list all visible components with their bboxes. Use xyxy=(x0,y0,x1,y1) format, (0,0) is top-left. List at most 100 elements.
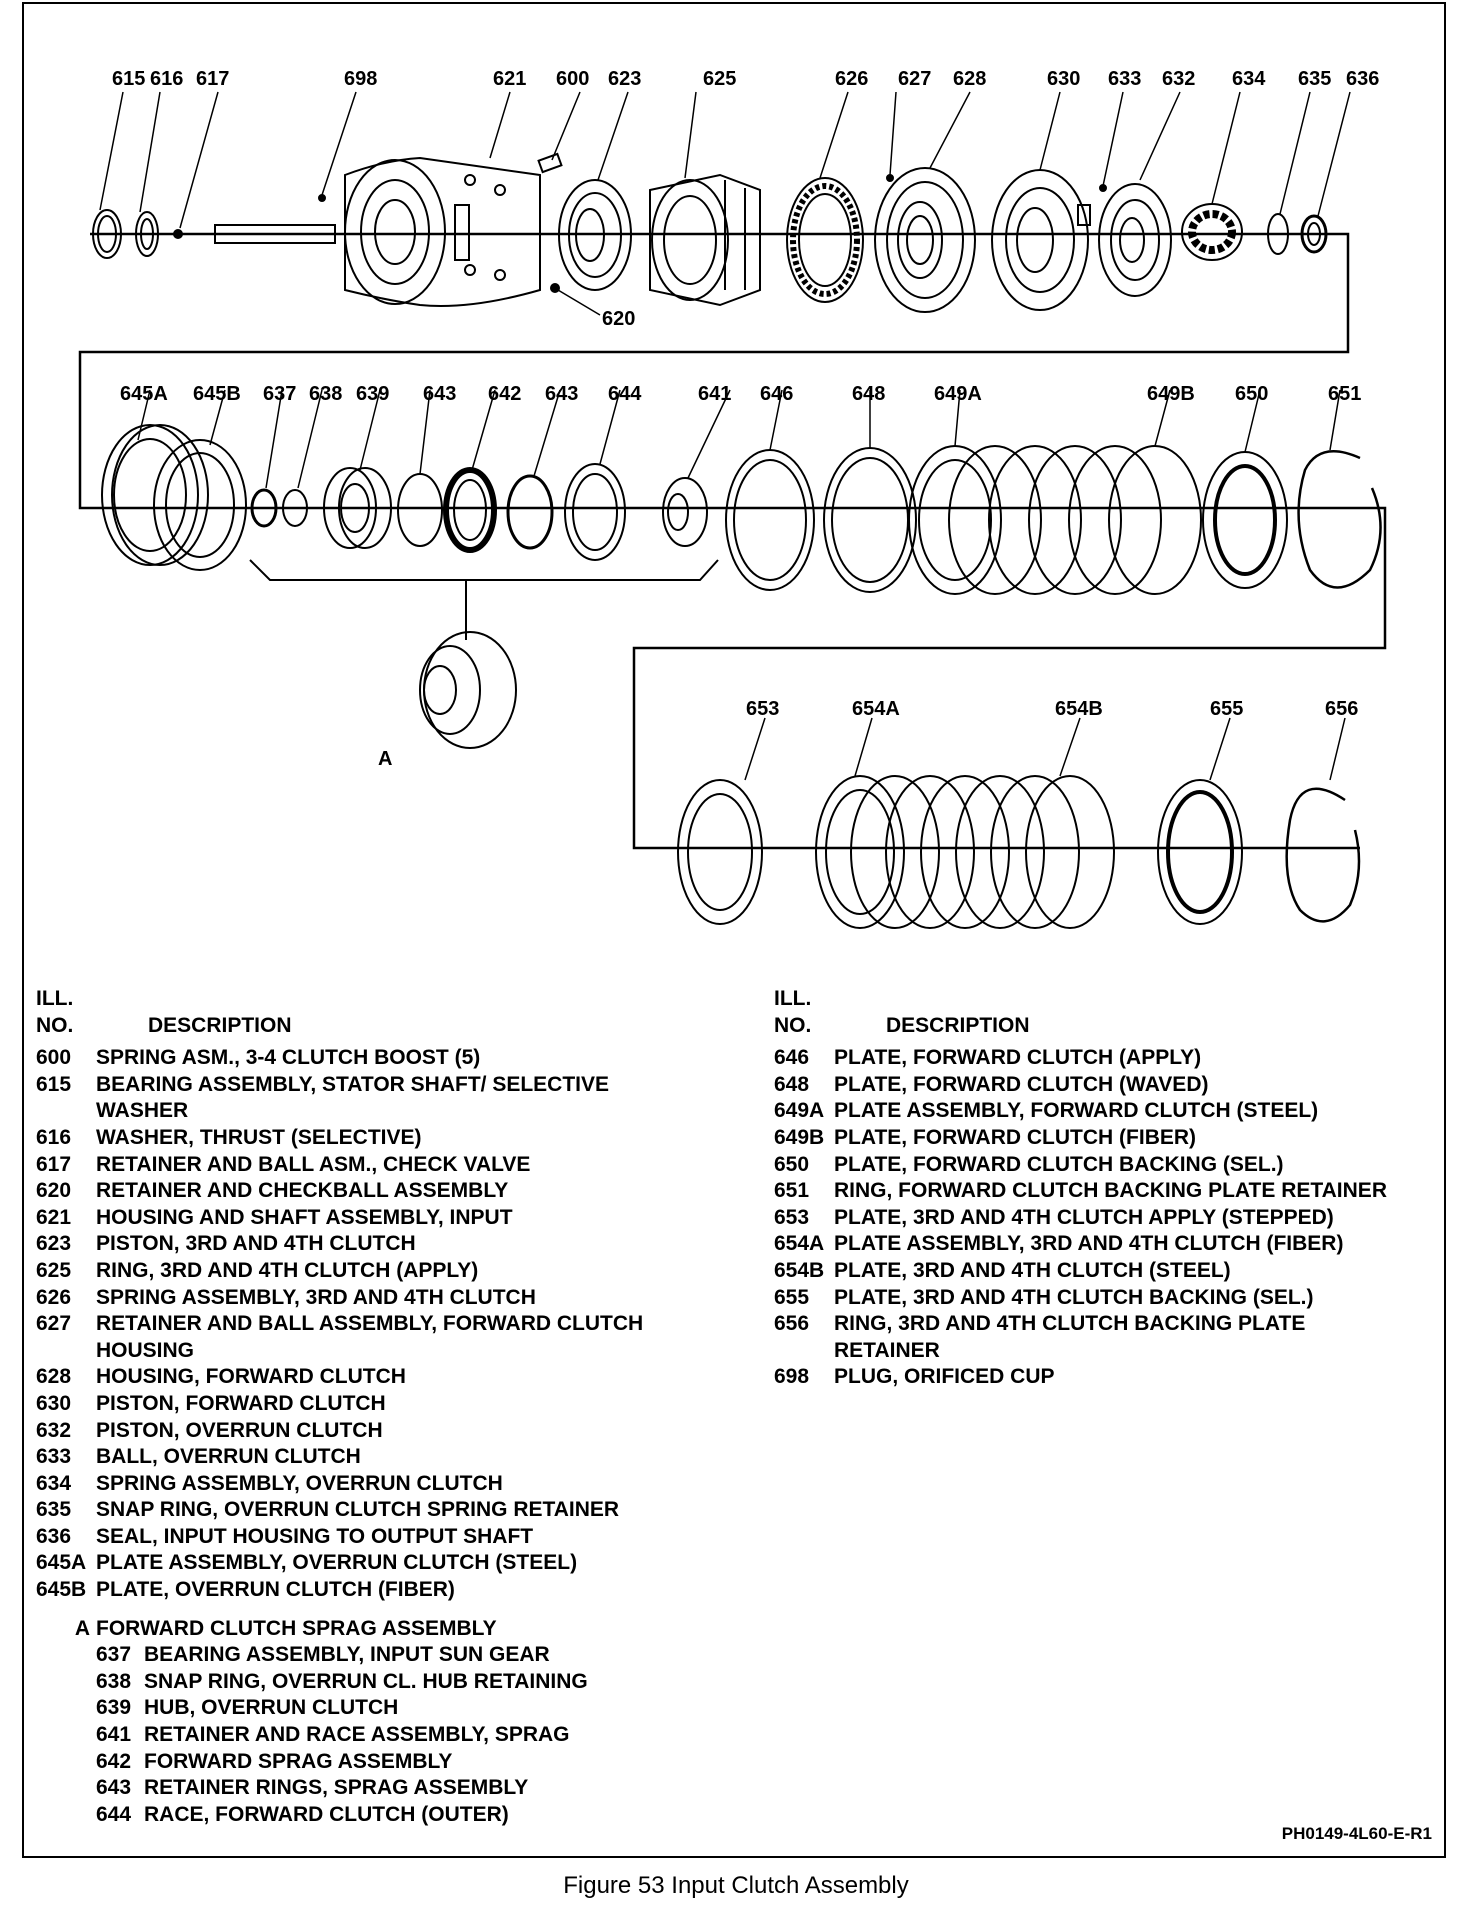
part-635-snap-ring xyxy=(1267,213,1289,255)
legend-item-description: FORWARD SPRAG ASSEMBLY xyxy=(144,1749,716,1776)
legend-item-description-line: PLATE, 3RD AND 4TH CLUTCH APPLY (STEPPED… xyxy=(834,1205,1334,1229)
legend-header-no-right: NO. xyxy=(774,1013,812,1037)
legend-item-description-line: RETAINER AND RACE ASSEMBLY, SPRAG xyxy=(144,1723,570,1747)
callout-row3-1: 654A xyxy=(852,698,900,720)
callout-row1-16: 636 xyxy=(1346,68,1379,90)
legend-item-description-line: RACE, FORWARD CLUTCH (OUTER) xyxy=(144,1802,509,1826)
legend-item-number: 636 xyxy=(36,1524,72,1548)
callout-row2-5: 643 xyxy=(423,383,456,405)
part-617-check-valve xyxy=(173,229,183,239)
callout-row3-4: 656 xyxy=(1325,698,1358,720)
figure-caption: Figure 53 Input Clutch Assembly xyxy=(563,1872,909,1899)
legend-header-ill: ILL. xyxy=(36,987,74,1010)
legend-item-description: PLATE, FORWARD CLUTCH BACKING (SEL.) xyxy=(834,1152,1434,1179)
legend-item-description-line: PLATE ASSEMBLY, OVERRUN CLUTCH (STEEL) xyxy=(96,1551,578,1575)
legend-item-description: RING, FORWARD CLUTCH BACKING PLATE RETAI… xyxy=(834,1178,1434,1205)
legend-item-number: 698 xyxy=(774,1365,810,1389)
legend-item-number: 645A xyxy=(36,1551,87,1575)
callout-row2-8: 644 xyxy=(608,383,642,405)
legend-item-description: RETAINER AND BALL ASSEMBLY, FORWARD CLUT… xyxy=(96,1311,716,1364)
legend-item-description-line: RETAINER AND BALL ASM., CHECK VALVE xyxy=(96,1152,531,1176)
legend-item-number: 637 xyxy=(96,1643,132,1667)
legend-item-description-line: PLUG, ORIFICED CUP xyxy=(834,1365,1055,1389)
part-641-retainer-race xyxy=(662,477,708,547)
legend-header-description: DESCRIPTION xyxy=(148,1013,292,1037)
legend-item-description-line: BALL, OVERRUN CLUTCH xyxy=(96,1445,361,1469)
legend-item-description-line: WASHER, THRUST (SELECTIVE) xyxy=(96,1125,422,1149)
part-625-apply-ring xyxy=(649,173,761,307)
part-643-retainer-ring xyxy=(397,473,443,547)
callout-assembly-a: A xyxy=(378,748,392,770)
legend-item-description-line: PLATE, 3RD AND 4TH CLUTCH BACKING (SEL.) xyxy=(834,1285,1314,1309)
callout-row1-13: 632 xyxy=(1162,68,1195,90)
legend-item-description: SPRING ASM., 3-4 CLUTCH BOOST (5) xyxy=(96,1045,716,1072)
legend-item-number: 655 xyxy=(774,1285,810,1309)
legend-item-number: 656 xyxy=(774,1312,810,1336)
callout-row3-3: 655 xyxy=(1210,698,1243,720)
legend-item-number: 627 xyxy=(36,1312,72,1336)
legend-item-number: 643 xyxy=(96,1776,132,1800)
legend-item-description-line: PLATE, FORWARD CLUTCH BACKING (SEL.) xyxy=(834,1152,1284,1176)
legend-item-number: 621 xyxy=(36,1205,72,1229)
legend-item-number: 651 xyxy=(774,1179,810,1203)
callout-row2-2: 637 xyxy=(263,383,296,405)
legend-item-description: PLATE ASSEMBLY, 3RD AND 4TH CLUTCH (FIBE… xyxy=(834,1231,1434,1258)
legend-item-description-line: PISTON, 3RD AND 4TH CLUTCH xyxy=(96,1232,416,1256)
legend-row: 644 RACE, FORWARD CLUTCH (OUTER) xyxy=(36,1802,716,1829)
legend-item-description: PISTON, OVERRUN CLUTCH xyxy=(96,1418,716,1445)
part-636-seal xyxy=(1300,214,1328,254)
legend-item-description: SEAL, INPUT HOUSING TO OUTPUT SHAFT xyxy=(96,1524,716,1551)
legend-item-description: PLATE, OVERRUN CLUTCH (FIBER) xyxy=(96,1577,716,1604)
callout-row2-6: 642 xyxy=(488,383,521,405)
legend-item-number: 644 xyxy=(96,1802,132,1826)
callout-row1-9: 627 xyxy=(898,68,931,90)
legend-item-description: PISTON, FORWARD CLUTCH xyxy=(96,1391,716,1418)
part-649-forward-clutch-plates xyxy=(908,445,1202,595)
legend-left-header: ILL. NO. DESCRIPTION xyxy=(36,986,716,1039)
part-621-input-housing xyxy=(214,156,541,307)
legend-item-number: 654B xyxy=(774,1258,825,1282)
part-637-bearing xyxy=(250,488,278,528)
callout-row1-10: 628 xyxy=(953,68,986,90)
legend-item-description: PLATE, 3RD AND 4TH CLUTCH BACKING (SEL.) xyxy=(834,1285,1434,1312)
part-627-retainer xyxy=(886,174,894,182)
part-651-retaining-ring xyxy=(1297,450,1382,589)
part-654-clutch-plates xyxy=(815,775,1115,929)
callout-row2-14: 650 xyxy=(1235,383,1268,405)
legend-item-description-line: PLATE, OVERRUN CLUTCH (FIBER) xyxy=(96,1578,455,1602)
legend-item-description-line-2: RETAINER xyxy=(834,1338,940,1362)
legend-row: 627 RETAINER AND BALL ASSEMBLY, FORWARD C… xyxy=(36,1311,716,1364)
legend-row: 641 RETAINER AND RACE ASSEMBLY, SPRAG xyxy=(36,1722,716,1749)
callout-row2-3: 638 xyxy=(309,383,342,405)
legend-item-number: 633 xyxy=(36,1445,72,1469)
legend-item-description-line: RING, FORWARD CLUTCH BACKING PLATE RETAI… xyxy=(834,1179,1387,1203)
legend-item-description: PLATE ASSEMBLY, FORWARD CLUTCH (STEEL) xyxy=(834,1098,1434,1125)
legend-item-description: BEARING ASSEMBLY, STATOR SHAFT/ SELECTIV… xyxy=(96,1072,716,1125)
legend-item-description: HOUSING AND SHAFT ASSEMBLY, INPUT xyxy=(96,1205,716,1232)
legend-item-number: 615 xyxy=(36,1072,72,1096)
exploded-view-diagram: 615 616 617 698 621 600 623 625 626 627 … xyxy=(78,68,1387,929)
legend-item-number: 641 xyxy=(96,1723,132,1747)
legend-item-description-line: PLATE, FORWARD CLUTCH (WAVED) xyxy=(834,1072,1209,1096)
callout-620: 620 xyxy=(602,308,635,330)
part-643-retainer-ring-2 xyxy=(506,474,554,550)
legend-item-number: 620 xyxy=(36,1179,72,1203)
legend-row: 698 PLUG, ORIFICED CUP xyxy=(774,1364,1434,1391)
part-620-retainer xyxy=(550,283,560,293)
legend-item-number: 648 xyxy=(774,1072,810,1096)
legend-row: 648 PLATE, FORWARD CLUTCH (WAVED) xyxy=(774,1072,1434,1099)
